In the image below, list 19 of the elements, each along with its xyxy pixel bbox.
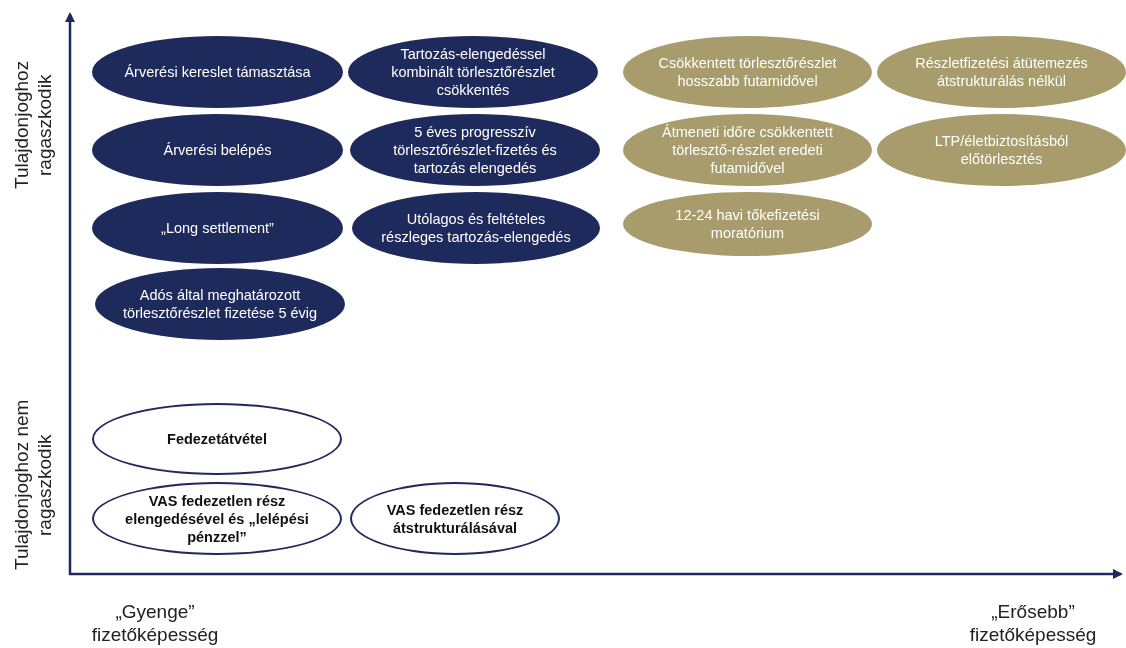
option-ellipse: „Long settlement”	[92, 192, 343, 264]
option-ellipse: VAS fedezetlen rész elengedésével és „lelépési pénzzel”	[92, 482, 342, 555]
option-ellipse: Utólagos és feltételes részleges tartozás-elengedés	[352, 192, 600, 264]
option-ellipse: VAS fedezetlen rész átstrukturálásával	[350, 482, 560, 555]
axis-label: Tulajdonjoghoz nem ragaszkodik	[10, 398, 56, 573]
option-ellipse: 5 éves progresszív törlesztőrészlet-fizetés és tartozás elengedés	[350, 114, 600, 186]
axis-label: „Erősebb” fizetőképesség	[968, 600, 1098, 646]
axis-label: „Gyenge” fizetőképesség	[90, 600, 220, 646]
option-ellipse: Fedezetátvétel	[92, 403, 342, 475]
axis-label: Tulajdonjoghoz ragaszkodik	[10, 59, 56, 192]
option-ellipse: 12-24 havi tőkefizetési moratórium	[623, 192, 872, 256]
option-ellipse: Adós által meghatározott törlesztőrészlet fizetése 5 évig	[95, 268, 345, 340]
option-ellipse: Tartozás-elengedéssel kombinált törlesztőrészlet csökkentés	[348, 36, 598, 108]
option-ellipse: Árverési kereslet támasztása	[92, 36, 343, 108]
option-ellipse: LTP/életbiztosításból előtörlesztés	[877, 114, 1126, 186]
option-ellipse: Csökkentett törlesztőrészlet hosszabb futamidővel	[623, 36, 872, 108]
option-ellipse: Részletfizetési átütemezés átstrukturálás nélkül	[877, 36, 1126, 108]
option-ellipse: Átmeneti időre csökkentett törlesztő-részlet eredeti futamidővel	[623, 114, 872, 186]
option-ellipse: Árverési belépés	[92, 114, 343, 186]
